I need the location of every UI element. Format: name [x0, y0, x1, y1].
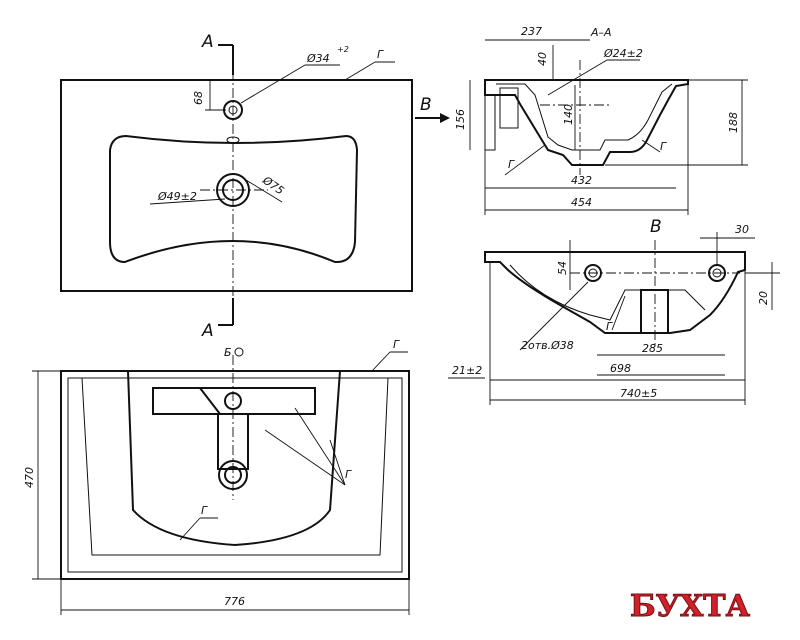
dim-30: 30 — [735, 223, 749, 236]
bottom-view: Б 470 776 Г Г Г — [23, 338, 410, 615]
dim-432: 432 — [571, 174, 592, 187]
dim-454: 454 — [571, 196, 592, 209]
arrow-view-b: B — [420, 95, 432, 115]
dim-21: 21±2 — [452, 364, 482, 377]
dim-drain-outer: Ø75 — [259, 173, 286, 197]
section-profile-outer — [484, 79, 689, 166]
dim-140: 140 — [562, 104, 575, 125]
basin-underside — [127, 370, 341, 547]
dim-698: 698 — [610, 362, 631, 375]
brand-logo: БУХТА — [630, 589, 752, 625]
bottom-view-title: Б — [224, 346, 232, 359]
logo-text: БУХТА — [630, 589, 751, 624]
view-b-outline — [484, 251, 746, 334]
dim-54: 54 — [556, 261, 569, 275]
section-mark-top: A — [201, 32, 214, 52]
label-g-section-right: Г — [660, 140, 667, 153]
label-g-top-view: Г — [377, 48, 384, 61]
dim-depth-top: 237 — [521, 25, 542, 38]
drain-pipe — [640, 289, 669, 334]
dim-drain-diameter: Ø49±2 — [157, 190, 197, 203]
dim-470: 470 — [23, 467, 36, 488]
label-g-bottom-top: Г — [393, 338, 400, 351]
mounting-plate — [152, 387, 316, 415]
basin-bowl — [109, 134, 359, 264]
label-g-section-left: Г — [508, 158, 515, 171]
dim-156: 156 — [454, 109, 467, 130]
dim-20: 20 — [757, 291, 770, 305]
dim-hole-tolerance: +2 — [337, 45, 349, 54]
label-g-view-b: Г — [606, 320, 613, 333]
view-b-title: B — [650, 217, 662, 237]
view-b: B 30 54 20 2отв.Ø38 285 698 740±5 21±2 Г — [448, 217, 780, 405]
label-g-bottom-low: Г — [201, 504, 208, 517]
dim-285: 285 — [642, 342, 663, 355]
dim-holes: 2отв.Ø38 — [521, 339, 574, 352]
top-view-outline — [60, 79, 413, 292]
dim-drain: Ø24±2 — [603, 47, 643, 60]
section-title: A–A — [590, 26, 612, 39]
section-profile-inner — [496, 83, 673, 151]
dim-188: 188 — [727, 112, 740, 133]
dim-hole-offset: 68 — [192, 91, 205, 105]
section-aa: 237 A–A 40 Ø24±2 156 140 188 432 454 Г Г… — [415, 25, 748, 215]
bottom-view-outline — [60, 370, 410, 580]
dim-40: 40 — [536, 52, 549, 66]
dim-hole-diameter: Ø34 — [306, 52, 330, 65]
section-mark-bottom: A — [201, 321, 214, 341]
top-view: A A 68 Ø34 +2 Г Ø49±2 Ø75 — [60, 32, 413, 341]
label-g-bottom-mid: Г — [345, 468, 352, 481]
dim-776: 776 — [224, 595, 245, 608]
dim-740: 740±5 — [620, 387, 657, 400]
